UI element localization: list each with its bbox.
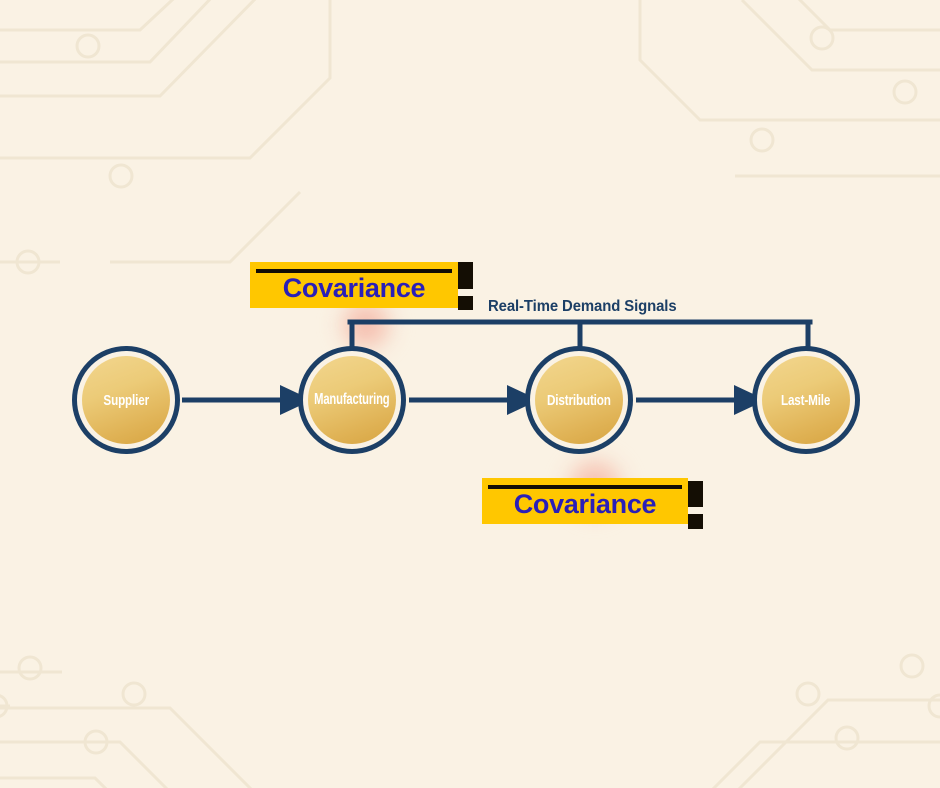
chip-marker-square-lower bbox=[458, 296, 473, 310]
node-last-mile[interactable]: Last-Mile bbox=[752, 346, 860, 454]
chip-marker-square-upper bbox=[458, 262, 473, 289]
chip-top-rule bbox=[256, 269, 452, 273]
signal-bracket bbox=[347, 319, 813, 349]
chip-marker-square-lower bbox=[688, 514, 703, 529]
node-distribution[interactable]: Distribution bbox=[525, 346, 633, 454]
node-manufacturing[interactable]: Manufacturing bbox=[298, 346, 406, 454]
node-supplier-label: Supplier bbox=[103, 391, 149, 409]
node-distribution-label: Distribution bbox=[547, 391, 611, 409]
node-manufacturing-label: Manufacturing bbox=[314, 391, 390, 408]
node-supplier-disc: Supplier bbox=[82, 356, 170, 444]
covariance-bottom-text: Covariance bbox=[513, 489, 657, 519]
covariance-label-top[interactable]: Covariance bbox=[250, 262, 473, 310]
node-last-mile-disc: Last-Mile bbox=[762, 356, 850, 444]
node-manufacturing-disc: Manufacturing bbox=[308, 356, 396, 444]
node-supplier[interactable]: Supplier bbox=[72, 346, 180, 454]
node-distribution-disc: Distribution bbox=[535, 356, 623, 444]
chip-top-rule bbox=[488, 485, 682, 489]
covariance-label-bottom[interactable]: Covariance bbox=[482, 478, 703, 529]
node-last-mile-label: Last-Mile bbox=[781, 391, 831, 409]
signal-bracket-caption: Real-Time Demand Signals bbox=[488, 298, 677, 315]
covariance-top-text: Covariance bbox=[282, 273, 426, 303]
chip-marker-square-upper bbox=[688, 481, 703, 507]
